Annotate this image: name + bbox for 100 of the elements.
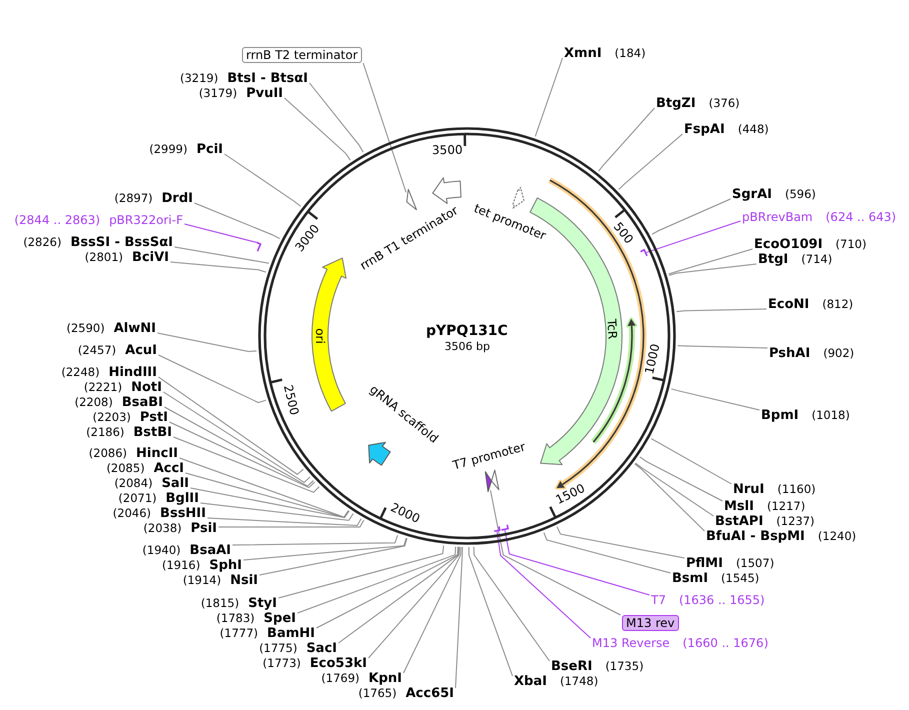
- cut-site-position: (902): [823, 346, 854, 360]
- leader-line: [362, 62, 407, 193]
- leader-line: [170, 262, 266, 273]
- enzyme-name: PsiI: [190, 521, 217, 536]
- enzyme-name: BstAPI: [715, 514, 764, 529]
- enzyme-name: PstI: [140, 410, 168, 425]
- leader-line: [284, 98, 351, 161]
- leader-line: [455, 546, 463, 688]
- cut-site-position: (376): [708, 96, 740, 110]
- primer-mark: [494, 526, 500, 532]
- leader-line: [259, 538, 408, 576]
- leader-line: [207, 518, 362, 526]
- enzyme-name: XbaI: [514, 674, 547, 689]
- leader-line: [534, 58, 563, 137]
- leader-line: [676, 308, 767, 312]
- cut-site-position: (1914): [182, 573, 222, 587]
- scale-number: 2000: [388, 500, 422, 526]
- cut-site-position: (2457): [78, 343, 116, 357]
- enzyme-name: BamHI: [267, 626, 315, 641]
- feature-label: M13 rev: [622, 615, 679, 631]
- primer-mark: [256, 242, 262, 252]
- sequence-feature: [484, 471, 492, 492]
- leader-line: [490, 490, 621, 616]
- plasmid-name: pYPQ131C: [426, 324, 508, 338]
- leader-line: [243, 538, 407, 560]
- enzyme-name: SalI: [162, 476, 189, 491]
- enzyme-name: PshAI: [769, 346, 810, 361]
- cut-site-position: (2897): [114, 191, 153, 205]
- primer-name: pBRrevBam: [742, 210, 813, 224]
- leader-line: [598, 108, 655, 172]
- enzyme-name: XmnI: [564, 46, 602, 61]
- leader-line: [224, 154, 302, 207]
- leader-line: [218, 520, 364, 528]
- enzyme-name: EcoNI: [768, 297, 810, 312]
- cut-site-position: (1237): [776, 514, 815, 528]
- enzyme-name: PciI: [196, 142, 223, 157]
- enzyme-name: NotI: [131, 380, 162, 395]
- cut-site-position: (1773): [262, 656, 301, 670]
- leader-line: [157, 332, 258, 352]
- enzyme-name: BtgI: [758, 252, 788, 267]
- leader-line: [651, 198, 731, 235]
- enzyme-name: AccI: [154, 461, 184, 476]
- leader-line: [158, 376, 304, 475]
- cut-site-position: (812): [822, 297, 854, 311]
- cut-site-position: (2086): [88, 446, 128, 460]
- leader-line: [496, 531, 591, 638]
- enzyme-name: KpnI: [368, 671, 402, 686]
- primer-mark: [501, 524, 509, 531]
- leader-line: [338, 546, 460, 644]
- feature-label: ori: [313, 328, 327, 344]
- enzyme-name: BpmI: [761, 408, 799, 423]
- cut-site-position: (1240): [818, 529, 856, 543]
- primer-name: pBR322ori-F: [109, 213, 183, 227]
- enzyme-name: BtgZI: [656, 96, 696, 111]
- leader-line: [190, 488, 350, 518]
- leader-line: [618, 134, 683, 190]
- enzyme-name: SgrAI: [732, 187, 772, 202]
- cut-site-position: (1018): [812, 408, 850, 422]
- leader-line: [668, 264, 757, 276]
- enzyme-name: BglII: [166, 491, 199, 506]
- leader-line: [232, 534, 398, 546]
- enzyme-name: Eco53kI: [310, 656, 367, 671]
- primer-mark: [640, 249, 648, 256]
- cut-site-position: (2208): [74, 395, 113, 409]
- cut-site-position: (1545): [721, 571, 760, 585]
- enzyme-name: StyI: [248, 596, 277, 611]
- cut-site-position: (2221): [84, 380, 122, 394]
- cut-site-position: (3219): [180, 71, 218, 85]
- enzyme-name: Acc65I: [406, 686, 454, 701]
- enzyme-name: BseRI: [551, 659, 592, 674]
- leader-line: [163, 392, 311, 484]
- primer-location: (1660 .. 1676): [682, 636, 768, 650]
- cut-site-position: (2038): [143, 521, 182, 535]
- scale-number: 2500: [280, 383, 302, 416]
- scale-number: 1500: [553, 481, 587, 508]
- leader-line: [158, 354, 266, 404]
- leader-line: [473, 546, 550, 662]
- leader-line: [200, 502, 354, 521]
- cut-site-position: (2590): [66, 321, 105, 335]
- enzyme-name: BsaBI: [122, 395, 163, 410]
- cut-site-position: (1160): [777, 482, 816, 496]
- leader-line: [297, 546, 456, 614]
- cut-site-position: (2085): [106, 461, 145, 475]
- leader-line: [670, 388, 760, 410]
- enzyme-name: DrdI: [162, 191, 193, 206]
- cut-site-position: (1765): [358, 686, 397, 700]
- leader-line: [309, 82, 364, 153]
- enzyme-name: BssSI - BssSαI: [70, 235, 173, 250]
- cut-site-position: (2999): [149, 142, 188, 156]
- leader-line: [278, 545, 444, 598]
- plasmid-size: 3506 bp: [444, 340, 490, 354]
- enzyme-name: PflMI: [686, 556, 723, 571]
- enzyme-name: EcoO109I: [754, 237, 823, 252]
- cut-site-position: (2084): [114, 476, 153, 490]
- cut-site-position: (1783): [216, 611, 255, 625]
- enzyme-name: PvuII: [246, 86, 283, 101]
- enzyme-name: SpeI: [264, 611, 296, 626]
- leader-line: [639, 456, 723, 502]
- cut-site-position: (1507): [736, 556, 774, 570]
- leader-line: [179, 458, 349, 518]
